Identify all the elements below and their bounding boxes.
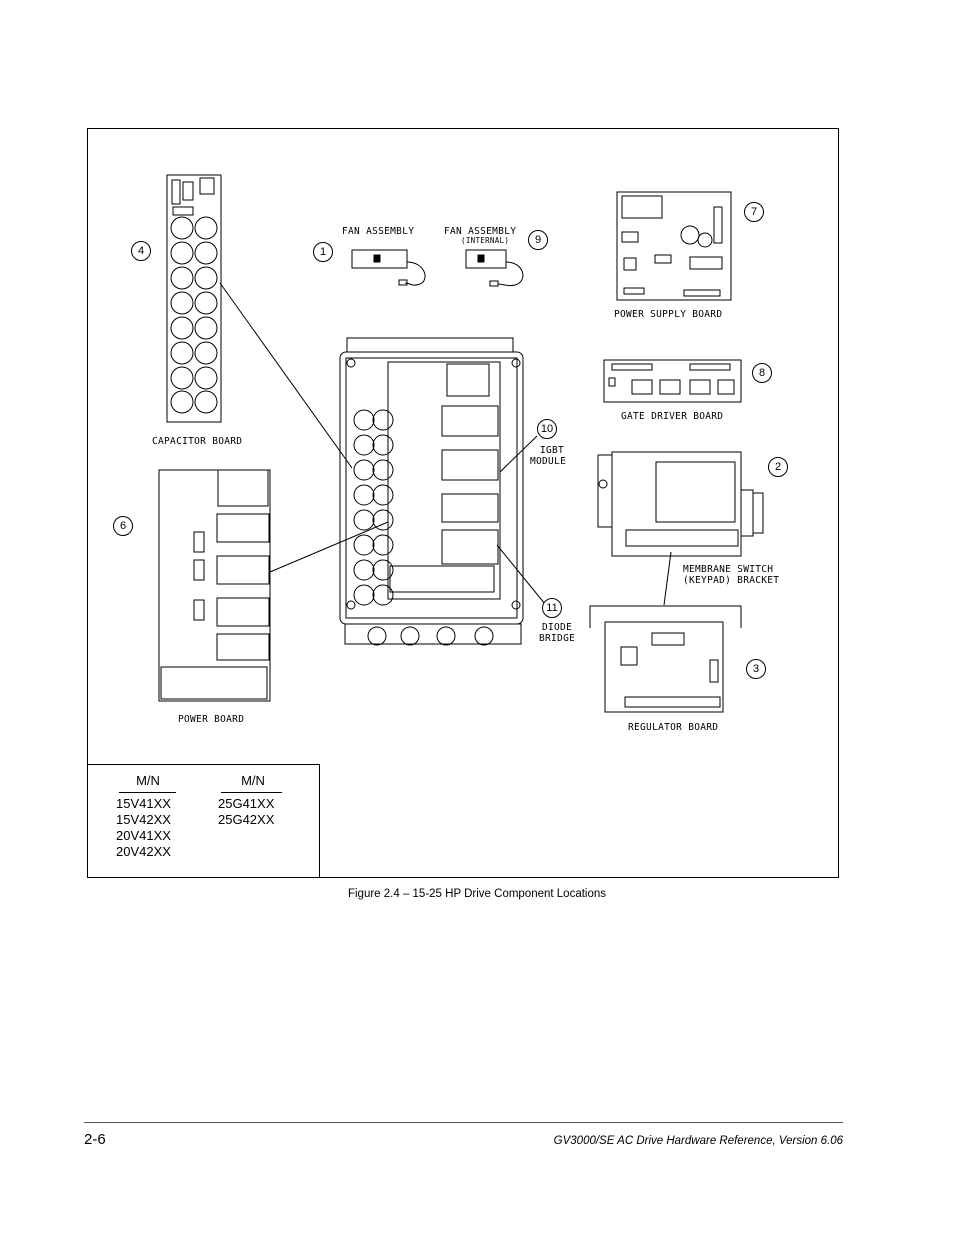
callout-10: 10	[537, 419, 557, 439]
power-board-label: POWER BOARD	[178, 714, 245, 725]
keypad-bracket-label: (KEYPAD) BRACKET	[683, 575, 780, 586]
mn-header-1: M/N	[136, 773, 160, 788]
callout-4: 4	[131, 241, 151, 261]
mn-list-2: 25G41XX 25G42XX	[218, 796, 274, 828]
callout-8: 8	[752, 363, 772, 383]
capacitor-board-drawing	[166, 174, 222, 423]
power-supply-board-drawing	[616, 191, 732, 301]
callout-11: 11	[542, 598, 562, 618]
footer-rule	[84, 1122, 843, 1123]
mn-header-2: M/N	[241, 773, 265, 788]
fan-assembly-internal-label: FAN ASSEMBLY	[444, 226, 517, 237]
regulator-board-label: REGULATOR BOARD	[628, 722, 719, 733]
model-number: 15V41XX	[116, 796, 171, 811]
fan-assembly-drawing	[351, 249, 426, 286]
model-number: 20V42XX	[116, 844, 171, 859]
callout-2: 2	[768, 457, 788, 477]
model-number: 15V42XX	[116, 812, 171, 827]
model-number: 25G42XX	[218, 812, 275, 827]
mn-rule-2	[221, 792, 282, 793]
igbt-label: IGBT	[540, 445, 565, 456]
callout-3: 3	[746, 659, 766, 679]
callout-1: 1	[313, 242, 333, 262]
callout-6: 6	[113, 516, 133, 536]
fan-assembly-internal-drawing	[465, 249, 524, 287]
figure-caption: Figure 2.4 – 15-25 HP Drive Component Lo…	[347, 888, 607, 900]
internal-label: (INTERNAL)	[461, 236, 510, 245]
gate-driver-board-label: GATE DRIVER BOARD	[621, 411, 724, 422]
model-number: 25G41XX	[218, 796, 275, 811]
figure-frame	[87, 128, 839, 878]
module-label: MODULE	[530, 456, 567, 467]
diode-label: DIODE	[542, 622, 573, 633]
mn-rule-1	[119, 792, 176, 793]
power-supply-board-label: POWER SUPPLY BOARD	[614, 309, 723, 320]
membrane-switch-label: MEMBRANE SWITCH	[683, 564, 774, 575]
keypad-bracket-drawing	[597, 451, 764, 557]
model-number: 20V41XX	[116, 828, 171, 843]
page-number: 2-6	[84, 1131, 106, 1148]
regulator-board-drawing	[589, 605, 742, 713]
model-number-table	[88, 764, 320, 877]
bridge-label: BRIDGE	[539, 633, 576, 644]
document-title: GV3000/SE AC Drive Hardware Reference, V…	[553, 1135, 843, 1147]
drive-enclosure-drawing	[339, 337, 524, 646]
mn-list-1: 15V41XX 15V42XX 20V41XX 20V42XX	[116, 796, 171, 860]
fan-assembly-label: FAN ASSEMBLY	[342, 226, 415, 237]
callout-9: 9	[528, 230, 548, 250]
capacitor-board-label: CAPACITOR BOARD	[152, 436, 243, 447]
gate-driver-board-drawing	[603, 359, 742, 403]
callout-7: 7	[744, 202, 764, 222]
power-board-drawing	[158, 469, 271, 702]
